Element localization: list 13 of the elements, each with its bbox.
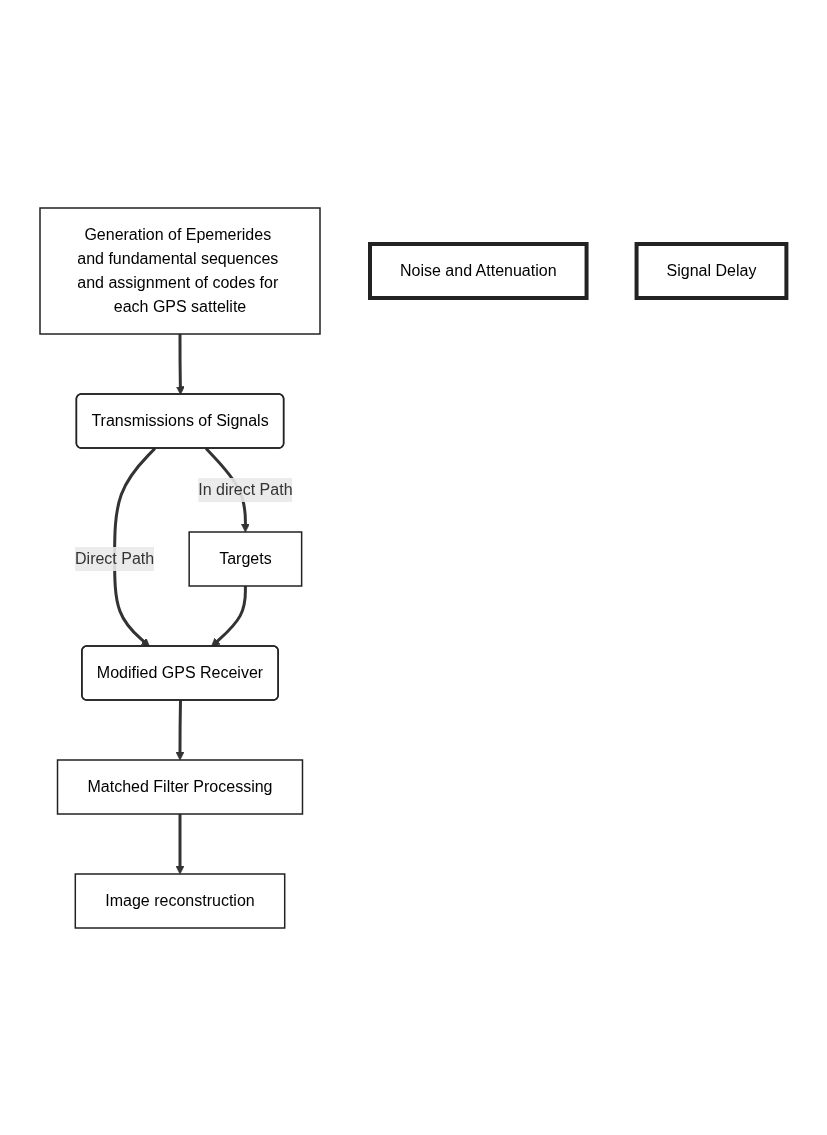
node-box: Targets xyxy=(188,530,303,587)
arrow xyxy=(175,813,185,874)
edge-label: Direct Path xyxy=(75,549,155,567)
arrow xyxy=(175,699,185,760)
node-box: Matched Filter Processing xyxy=(57,758,304,815)
node-box: Image reconstruction xyxy=(74,872,286,929)
edge-label: In direct Path xyxy=(198,480,293,498)
node-box: Noise and Attenuation xyxy=(368,241,589,300)
arrow xyxy=(211,585,248,647)
arrow xyxy=(176,333,186,395)
node-box: Signal Delay xyxy=(634,241,789,300)
arrow xyxy=(113,446,157,647)
node-box: Generation of Epemerides and fundamental sequences and assignment of codes for each GPS sattelite xyxy=(39,206,322,335)
